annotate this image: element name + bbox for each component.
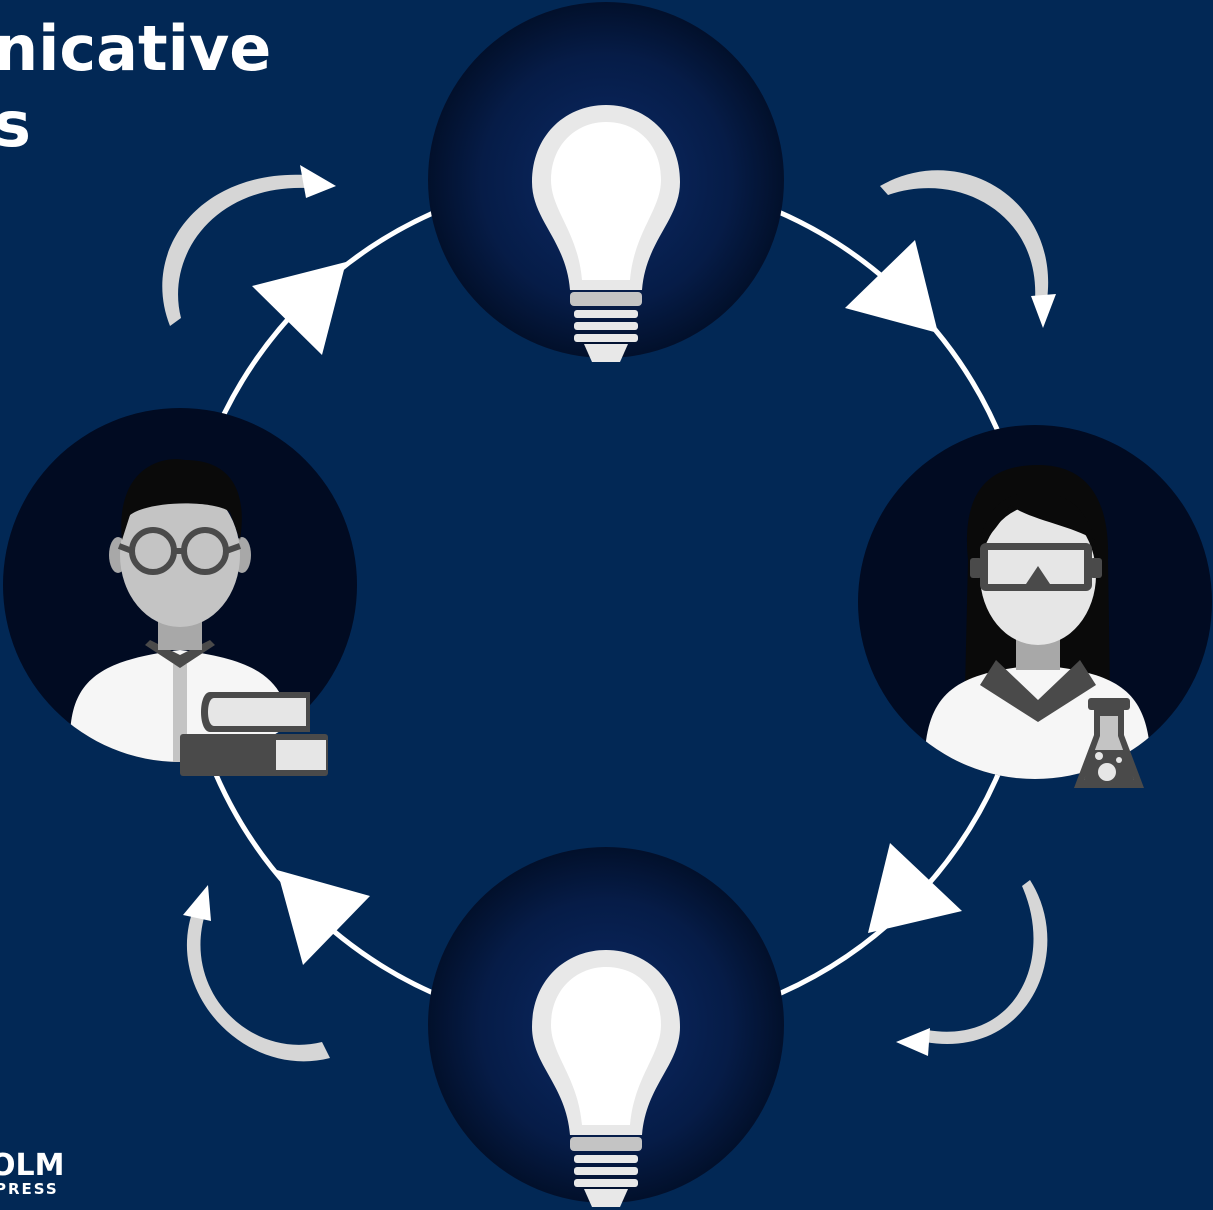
scholar-icon (70, 459, 328, 776)
title-line-2: s (0, 88, 31, 161)
logo-sub-text: PRESS (0, 1180, 59, 1198)
curved-arrow-bottom-right (896, 880, 1048, 1056)
logo-main-text: OLM (0, 1148, 64, 1183)
books-icon (180, 692, 328, 776)
title-line-1: nicative (0, 12, 271, 85)
title: nicative s (0, 12, 271, 161)
ring-arrowheads (252, 240, 962, 965)
lightbulb-icon (532, 950, 680, 1207)
arrowhead-top-left (252, 262, 346, 355)
goggles-icon (970, 543, 1102, 591)
arrowhead-bottom-left (277, 870, 370, 965)
node-left-scholar (3, 408, 357, 776)
curved-arrows (162, 165, 1056, 1062)
flask-icon (1074, 698, 1144, 788)
glasses-icon (117, 527, 242, 575)
lightbulb-icon (532, 105, 680, 362)
node-right-scientist (858, 425, 1212, 788)
curved-arrow-bottom-left (183, 885, 330, 1062)
node-top-lightbulb (428, 2, 784, 362)
node-bottom-lightbulb (428, 847, 784, 1207)
curved-arrow-top-left (162, 165, 336, 326)
scientist-icon (925, 465, 1150, 788)
arrowhead-top-right (845, 240, 938, 333)
curved-arrow-top-right (880, 170, 1056, 328)
publisher-logo: OLM PRESS (0, 1148, 64, 1198)
arrowhead-bottom-right (868, 843, 962, 933)
